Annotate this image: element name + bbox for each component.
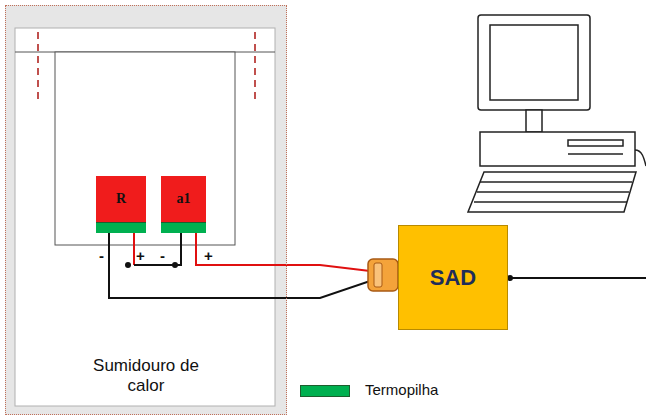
- drive-slot: [568, 140, 623, 146]
- plug-grip: [374, 263, 382, 287]
- dashed-mark: [254, 32, 256, 100]
- thermocouple-plug: [368, 259, 398, 291]
- wire: [134, 233, 181, 265]
- node-text: Sumidouro de calor: [86, 356, 206, 397]
- heat-sink-ground: [5, 5, 287, 415]
- cavity: [55, 52, 235, 245]
- cable: [635, 150, 646, 166]
- output-wire: [508, 277, 646, 279]
- acquisition-box: SAD: [398, 225, 508, 330]
- legend-text: Termopilha: [365, 381, 438, 398]
- screen: [490, 25, 578, 100]
- reference-element: R: [96, 176, 146, 233]
- heat-sink: Sumidouro de calor Ra1: [5, 5, 287, 415]
- terminal-sign: -: [99, 248, 104, 263]
- wire-segment: [133, 233, 135, 265]
- wire-segment: [134, 233, 181, 265]
- wire: [109, 233, 398, 298]
- element-face: R: [96, 176, 146, 222]
- key-row: [477, 191, 629, 193]
- monitor-neck: [526, 110, 542, 132]
- terminal-sign: +: [136, 248, 145, 263]
- legend-swatch: [300, 385, 350, 397]
- thermopile-strip: [96, 222, 146, 233]
- wire-segment: [109, 233, 398, 298]
- dashed-mark: [37, 32, 39, 100]
- key-row: [480, 181, 632, 183]
- junction-dot: [125, 262, 131, 268]
- key-row: [474, 201, 627, 203]
- element-face: a1: [161, 176, 206, 222]
- monitor: [478, 15, 590, 110]
- terminal-sign: +: [204, 248, 213, 263]
- heat-sink-body: [15, 28, 275, 406]
- node-text: SAD: [430, 265, 476, 291]
- drive-line: [568, 153, 623, 155]
- terminal-sign: -: [160, 248, 165, 263]
- computer-icon: [468, 15, 646, 212]
- keyboard: [468, 172, 636, 212]
- node-text: a1: [177, 191, 191, 208]
- sample-element: a1: [161, 176, 206, 233]
- computer-base: [480, 132, 635, 166]
- junction-dot: [172, 262, 178, 268]
- thermopile-strip: [161, 222, 206, 233]
- node-text: R: [116, 191, 126, 208]
